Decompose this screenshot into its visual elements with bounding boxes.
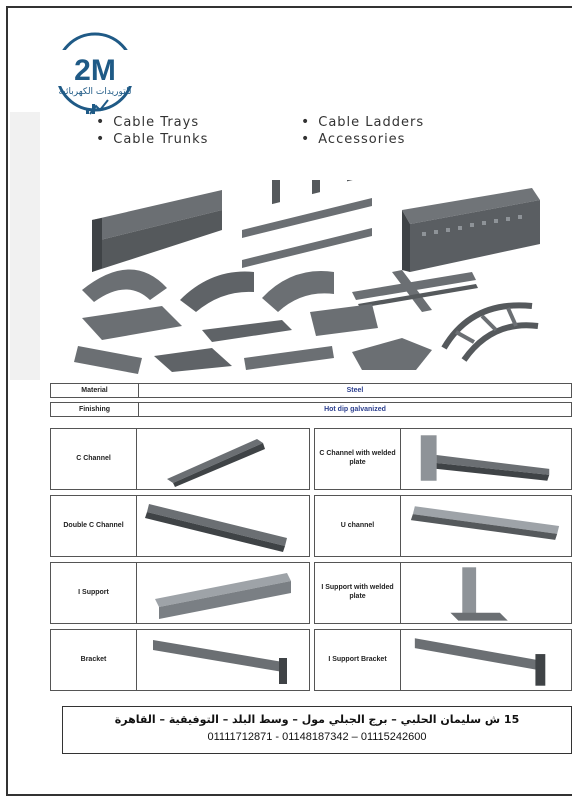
logo-tagline: للتوريدات الكهربائية	[58, 87, 131, 97]
c-channel-icon	[137, 429, 309, 489]
u-channel-icon	[401, 496, 571, 556]
product-name: Double C Channel	[51, 496, 137, 556]
product-name: U channel	[315, 496, 401, 556]
left-margin-strip	[10, 112, 40, 380]
product-cell: I Support Bracket	[314, 629, 572, 691]
product-name: C Channel	[51, 429, 137, 489]
category-cable-trays: Cable Trays	[96, 114, 199, 130]
four-way-cross-image	[352, 338, 432, 370]
spec-label: Material	[51, 384, 139, 397]
page-frame	[6, 6, 572, 796]
splice-plate-image	[74, 346, 142, 374]
i-support-bracket-icon	[401, 630, 571, 690]
product-name: C Channel with welded plate	[315, 429, 401, 489]
spec-value: Steel	[346, 387, 364, 394]
tray-bend-image	[82, 269, 167, 302]
tray-tee-image	[82, 306, 182, 340]
tray-reducer-image	[154, 348, 232, 372]
spec-row-material: Material Steel	[50, 383, 572, 398]
product-cell: I Support with welded plate	[314, 562, 572, 624]
product-cell: U channel	[314, 495, 572, 557]
spec-value: Hot dip galvanized	[324, 406, 386, 413]
ladder-reducer-image	[244, 346, 334, 370]
ladder-tee-image	[202, 320, 292, 342]
company-logo: 2M للتوريدات الكهربائية	[40, 30, 150, 120]
product-illustrations	[72, 149, 552, 380]
product-name: I Support Bracket	[315, 630, 401, 690]
ladder-cross-image	[352, 270, 478, 312]
tray-bend-3-image	[262, 271, 334, 312]
category-list: Cable Trays Cable Ladders Cable Trunks A…	[96, 114, 456, 148]
product-cell: C Channel	[50, 428, 310, 490]
spec-label: Finishing	[51, 403, 139, 416]
logo-mark: 2M	[74, 54, 116, 87]
product-cell: I Support	[50, 562, 310, 624]
category-accessories: Accessories	[301, 131, 405, 147]
product-cell: Bracket	[50, 629, 310, 691]
product-cell: C Channel with welded plate	[314, 428, 572, 490]
product-name: Bracket	[51, 630, 137, 690]
product-name: I Support	[51, 563, 137, 623]
double-c-channel-icon	[137, 496, 309, 556]
straight-cover-image	[310, 304, 378, 336]
spec-row-finishing: Finishing Hot dip galvanized	[50, 402, 572, 417]
product-cell: Double C Channel	[50, 495, 310, 557]
i-support-icon	[137, 563, 309, 623]
footer-phones: 01111712871 - 01148187342 – 01115242600	[207, 731, 427, 743]
curved-ladder-image	[441, 302, 539, 362]
footer-address: 15 ش سليمان الحلبي – برج الجبلي مول – وس…	[114, 713, 520, 726]
product-name: I Support with welded plate	[315, 563, 401, 623]
contact-footer: 15 ش سليمان الحلبي – برج الجبلي مول – وس…	[62, 706, 572, 754]
bracket-icon	[137, 630, 309, 690]
cable-ladder-image	[242, 149, 372, 268]
category-cable-ladders: Cable Ladders	[301, 114, 424, 130]
c-channel-welded-plate-icon	[401, 429, 571, 489]
category-cable-trunks: Cable Trunks	[96, 131, 208, 147]
tray-bend-2-image	[180, 271, 254, 312]
perforated-tray-image	[402, 188, 540, 272]
straight-tray-image	[92, 190, 222, 272]
i-support-welded-plate-icon	[401, 563, 571, 623]
